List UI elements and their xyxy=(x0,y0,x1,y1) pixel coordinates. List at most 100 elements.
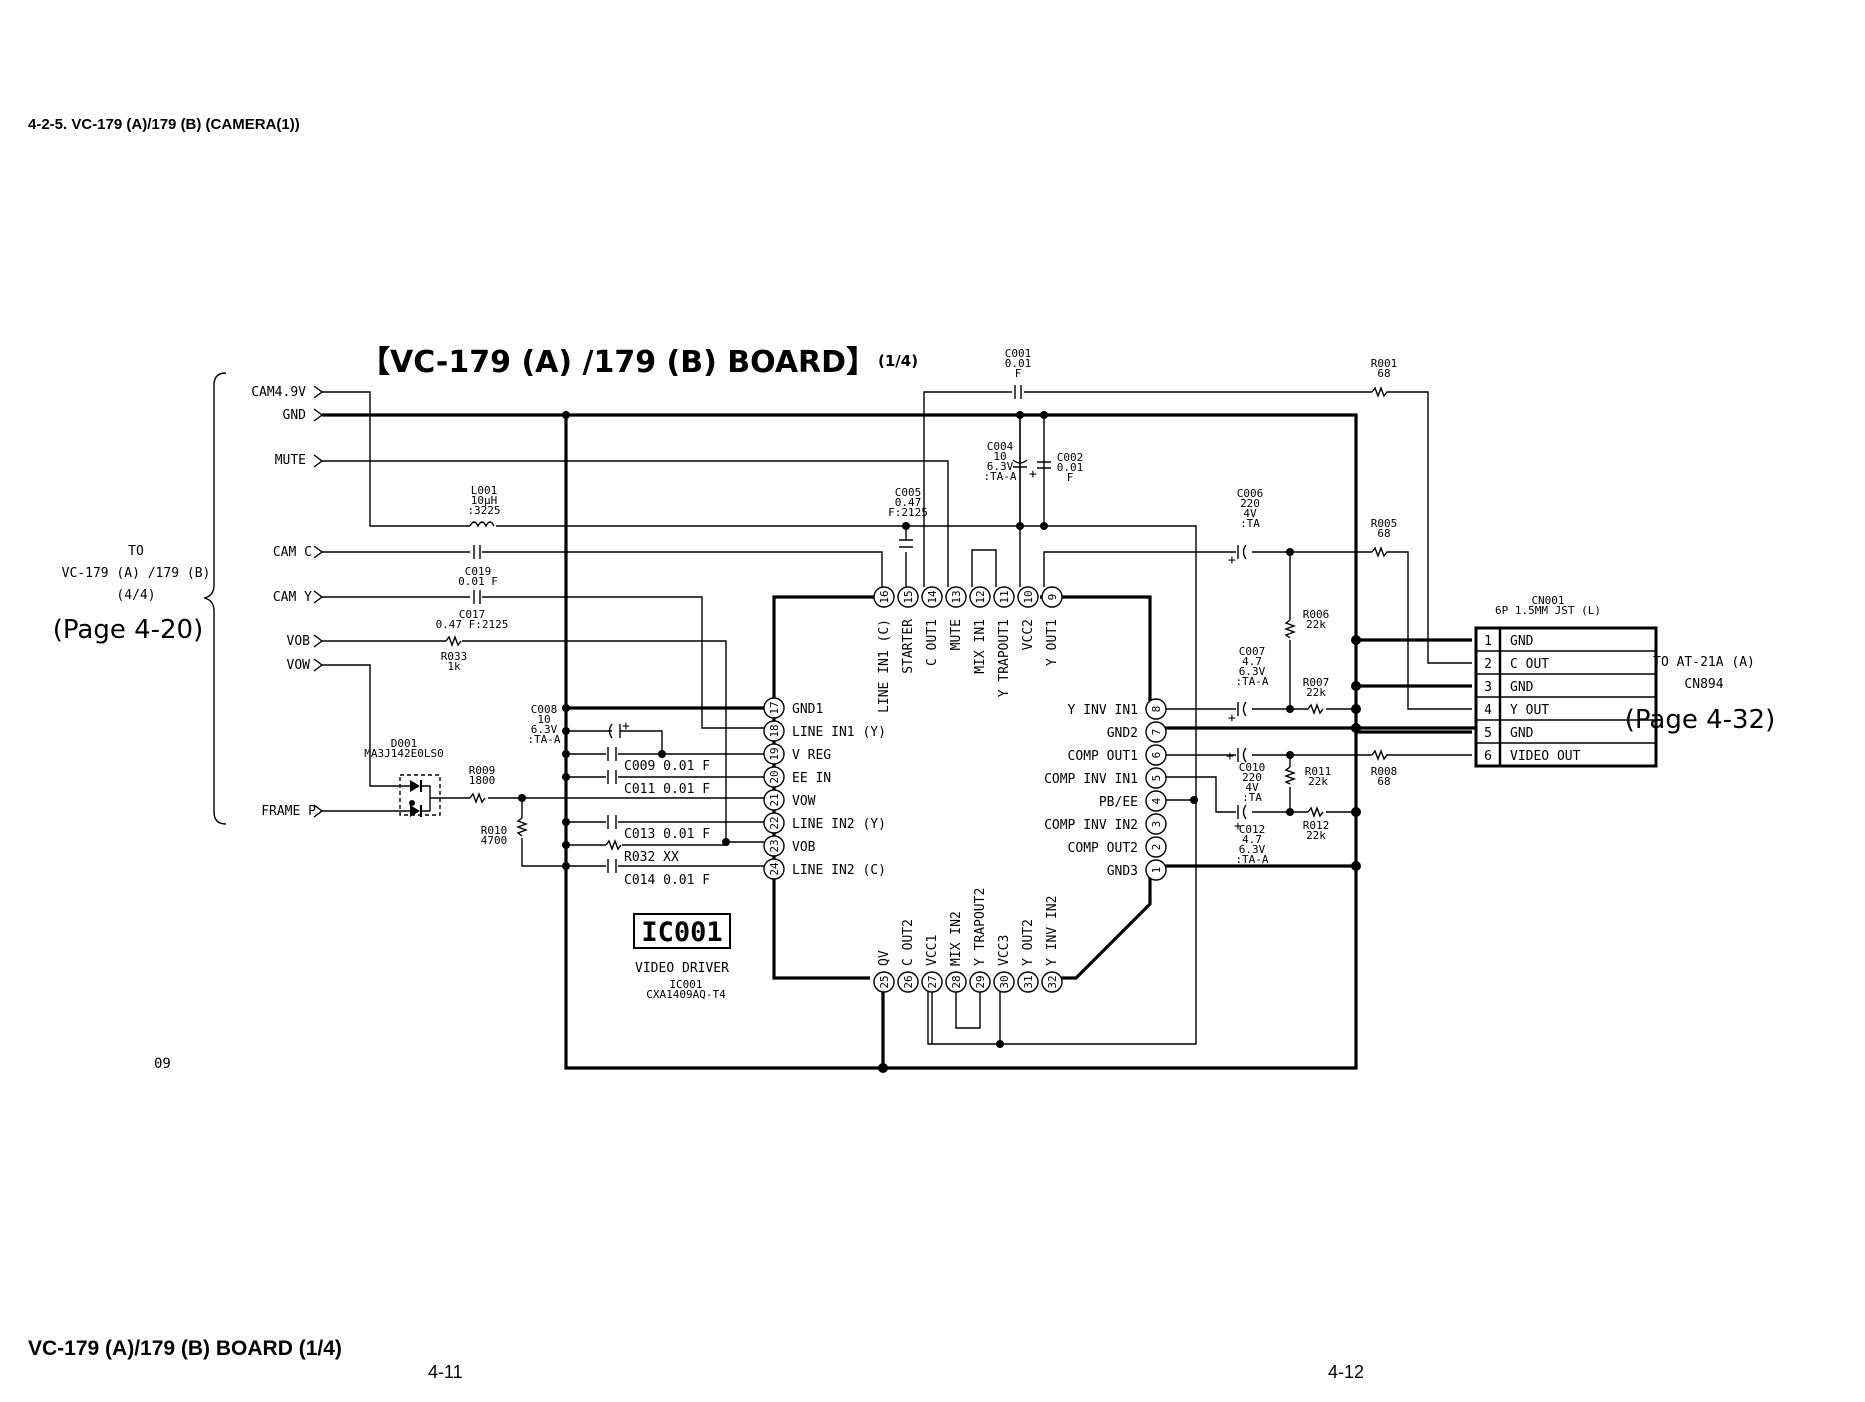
svg-text::TA-A: :TA-A xyxy=(1235,853,1268,866)
svg-text:+: + xyxy=(1228,711,1236,726)
svg-text:1k: 1k xyxy=(447,660,461,673)
pin-name: LINE IN2 (C) xyxy=(792,863,886,878)
pin-number: 23 xyxy=(768,839,781,852)
cn001-pin-name: VIDEO OUT xyxy=(1510,749,1581,764)
capacitor-c008 xyxy=(608,723,621,739)
svg-text::TA: :TA xyxy=(1242,791,1262,804)
left-brace xyxy=(203,372,227,825)
pin-number: 11 xyxy=(998,590,1011,603)
resistor-r001 xyxy=(1371,386,1390,398)
pin-number: 8 xyxy=(1150,706,1163,713)
svg-text:R007: R007 xyxy=(1303,676,1330,689)
capacitor-c009 xyxy=(607,747,617,761)
svg-text:6.3V: 6.3V xyxy=(987,460,1014,473)
cn001-pin-number: 2 xyxy=(1484,657,1492,672)
pin-circle xyxy=(873,971,895,993)
left-dest-line-2: VC-179 (A) /179 (B) xyxy=(62,566,211,581)
svg-text:F:2125: F:2125 xyxy=(888,506,928,519)
resistor-r005 xyxy=(1371,546,1390,558)
svg-text:+: + xyxy=(622,719,630,734)
svg-text:4V: 4V xyxy=(1245,781,1259,794)
pin-number: 30 xyxy=(998,975,1011,988)
resistor-r032 xyxy=(605,839,622,851)
pin-name: C OUT1 xyxy=(925,619,940,666)
svg-text:10: 10 xyxy=(537,713,550,726)
pin-number: 5 xyxy=(1150,775,1163,782)
pin-number: 1 xyxy=(1150,867,1163,874)
svg-text:C008: C008 xyxy=(531,703,558,716)
svg-text:MA3J142E0LS0: MA3J142E0LS0 xyxy=(364,747,443,760)
svg-text:F: F xyxy=(1015,367,1022,380)
cn001-ref: CN001 xyxy=(1531,594,1564,607)
pin-number: 3 xyxy=(1150,821,1163,828)
cn001-row: 2 C OUT xyxy=(1476,650,1656,672)
pin-name: GND3 xyxy=(1107,864,1138,879)
pin-circle xyxy=(763,789,785,811)
svg-text:R011: R011 xyxy=(1305,765,1332,778)
left-page-ref[interactable]: (Page 4-20) xyxy=(53,615,204,645)
ic-pin-32: 32Y INV IN2 xyxy=(1041,896,1063,993)
svg-text:0.01: 0.01 xyxy=(1057,461,1084,474)
pin-name: V REG xyxy=(792,748,831,763)
diode-d001-symbols xyxy=(410,780,422,817)
cn001-pin-name: GND xyxy=(1510,680,1534,695)
svg-text:22k: 22k xyxy=(1308,775,1328,788)
svg-text:R008: R008 xyxy=(1371,765,1398,778)
svg-text:R010: R010 xyxy=(481,824,508,837)
cn001-type: 6P 1.5MM JST (L) xyxy=(1495,604,1601,617)
svg-text:C014 0.01 F: C014 0.01 F xyxy=(624,873,710,888)
pin-name: STARTER xyxy=(901,619,916,674)
pin-number: 26 xyxy=(902,975,915,988)
svg-text:1800: 1800 xyxy=(469,774,496,787)
ic-ref-box-label: IC001 xyxy=(641,917,722,948)
right-page-ref[interactable]: (Page 4-32) xyxy=(1625,705,1776,735)
svg-text:220: 220 xyxy=(1242,771,1262,784)
cn001-pin-name: C OUT xyxy=(1510,657,1549,672)
signal-gnd: GND xyxy=(283,408,307,423)
board-title-part: (1/4) xyxy=(878,352,918,370)
pin-circle xyxy=(969,586,991,608)
pin-number: 17 xyxy=(768,701,781,714)
pin-circle xyxy=(763,858,785,880)
cn001-pin-number: 5 xyxy=(1484,726,1492,741)
pin-name: VCC1 xyxy=(925,935,940,966)
ic-pin-27: 27 VCC1 xyxy=(921,935,943,993)
ground-bus xyxy=(322,413,1476,1070)
signal-vob: VOB xyxy=(287,634,311,649)
pin-number: 31 xyxy=(1022,975,1035,988)
pin-circle xyxy=(945,971,967,993)
pin-name: COMP OUT1 xyxy=(1068,749,1138,764)
pin-circle xyxy=(763,766,785,788)
pin-number: 12 xyxy=(974,590,987,603)
pin-name: GND2 xyxy=(1107,726,1138,741)
capacitor-c012 xyxy=(1237,804,1247,820)
pin-circle xyxy=(1145,744,1167,766)
svg-text:4V: 4V xyxy=(1243,507,1257,520)
pin-circle xyxy=(1017,586,1039,608)
svg-text::TA-A: :TA-A xyxy=(983,470,1016,483)
ic-pin-8: 8Y INV IN1 xyxy=(1068,698,1167,720)
capacitor-c001 xyxy=(1014,385,1022,399)
pin-circle xyxy=(763,720,785,742)
pin-number: 27 xyxy=(926,975,939,988)
pin-circle xyxy=(763,835,785,857)
cn001-pin-name: GND xyxy=(1510,726,1534,741)
svg-text:22k: 22k xyxy=(1306,618,1326,631)
svg-text:6.3V: 6.3V xyxy=(1239,665,1266,678)
pin-circle xyxy=(897,971,919,993)
component-labels: L001 10µH :3225 C019 0.01 F C017 0.47 F:… xyxy=(364,347,1397,888)
ic-pin-26: 26C OUT2 xyxy=(897,919,919,993)
svg-text:C002: C002 xyxy=(1057,451,1084,464)
svg-text:C005: C005 xyxy=(895,486,922,499)
pin-number: 16 xyxy=(878,590,891,603)
